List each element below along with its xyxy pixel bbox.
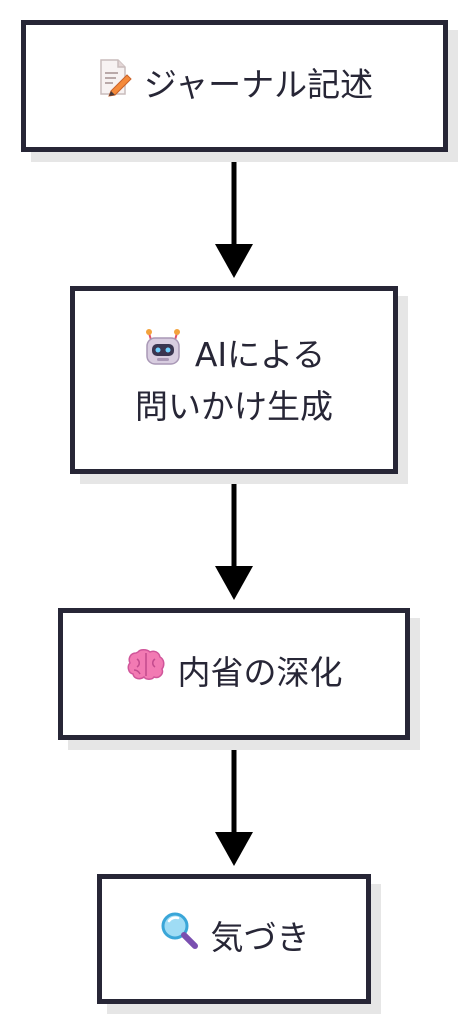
node-journal: ジャーナル記述: [21, 20, 448, 152]
arrow-reflection-to-insight: [215, 738, 253, 866]
node-deep-reflection-label: 内省の深化: [126, 649, 343, 699]
node-journal-text: ジャーナル記述: [143, 64, 374, 104]
node-insight-text: 気づき: [210, 917, 310, 957]
arrow-ai-to-reflection: [215, 472, 253, 600]
magnifier-icon: [159, 910, 199, 963]
memo-icon: [96, 57, 132, 110]
brain-icon: [126, 647, 166, 696]
node-deep-reflection: 内省の深化: [58, 608, 410, 740]
node-insight: 気づき: [97, 874, 371, 1004]
node-journal-label: ジャーナル記述: [96, 57, 374, 113]
node-insight-label: 気づき: [159, 910, 310, 966]
node-ai-questions-line1: AIによる: [194, 334, 326, 374]
node-ai-questions-label: AIによる 問いかけ生成: [135, 327, 333, 431]
node-ai-questions: AIによる 問いかけ生成: [70, 286, 398, 474]
node-ai-questions-line2: 問いかけ生成: [135, 386, 333, 426]
robot-icon: [143, 327, 183, 380]
node-deep-reflection-text: 内省の深化: [177, 653, 343, 693]
arrow-journal-to-ai: [215, 150, 253, 278]
